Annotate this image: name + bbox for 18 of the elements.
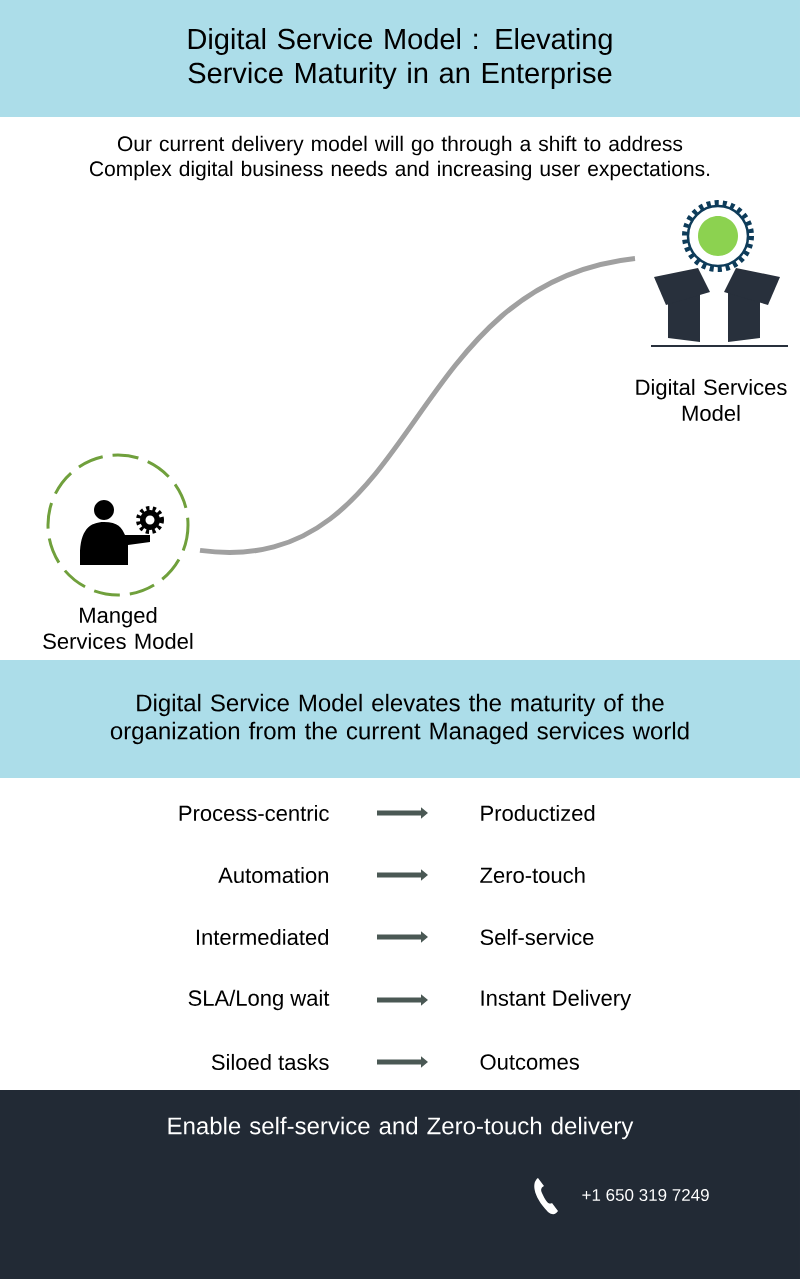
state-label: Instant Delivery (481, 989, 632, 1011)
footer-text: Enable self-service and Zero-touch delivery (168, 1116, 634, 1140)
state-label: Outcomes (480, 1054, 579, 1070)
state-label: SLA/Long wait (188, 989, 330, 1011)
state-label: Siloed tasks (211, 1053, 329, 1071)
s-curve (199, 255, 636, 554)
state-label: Process-centric (179, 804, 329, 822)
title-banner: Digital Service Model : Elevating Service Maturity in an Enterprise (0, 0, 800, 117)
state-label: Intermediated (196, 928, 329, 946)
state-label: Self-service (480, 928, 594, 946)
banner: Digital Service Model elevates the maturity of the organization from the current Managed services world (0, 660, 800, 778)
state-label: Automation (218, 866, 329, 884)
state-label: Zero-touch (480, 866, 585, 884)
model-label: Digital Services Model (636, 378, 787, 422)
phone-number: +1 650 319 7249 (582, 1189, 709, 1202)
subtitle: Our current delivery model will go through a shift to address Complex digital business needs and increasing user expectations. (90, 135, 710, 181)
model-label: Manged Services Model (43, 606, 193, 650)
state-label: Productized (481, 804, 595, 822)
